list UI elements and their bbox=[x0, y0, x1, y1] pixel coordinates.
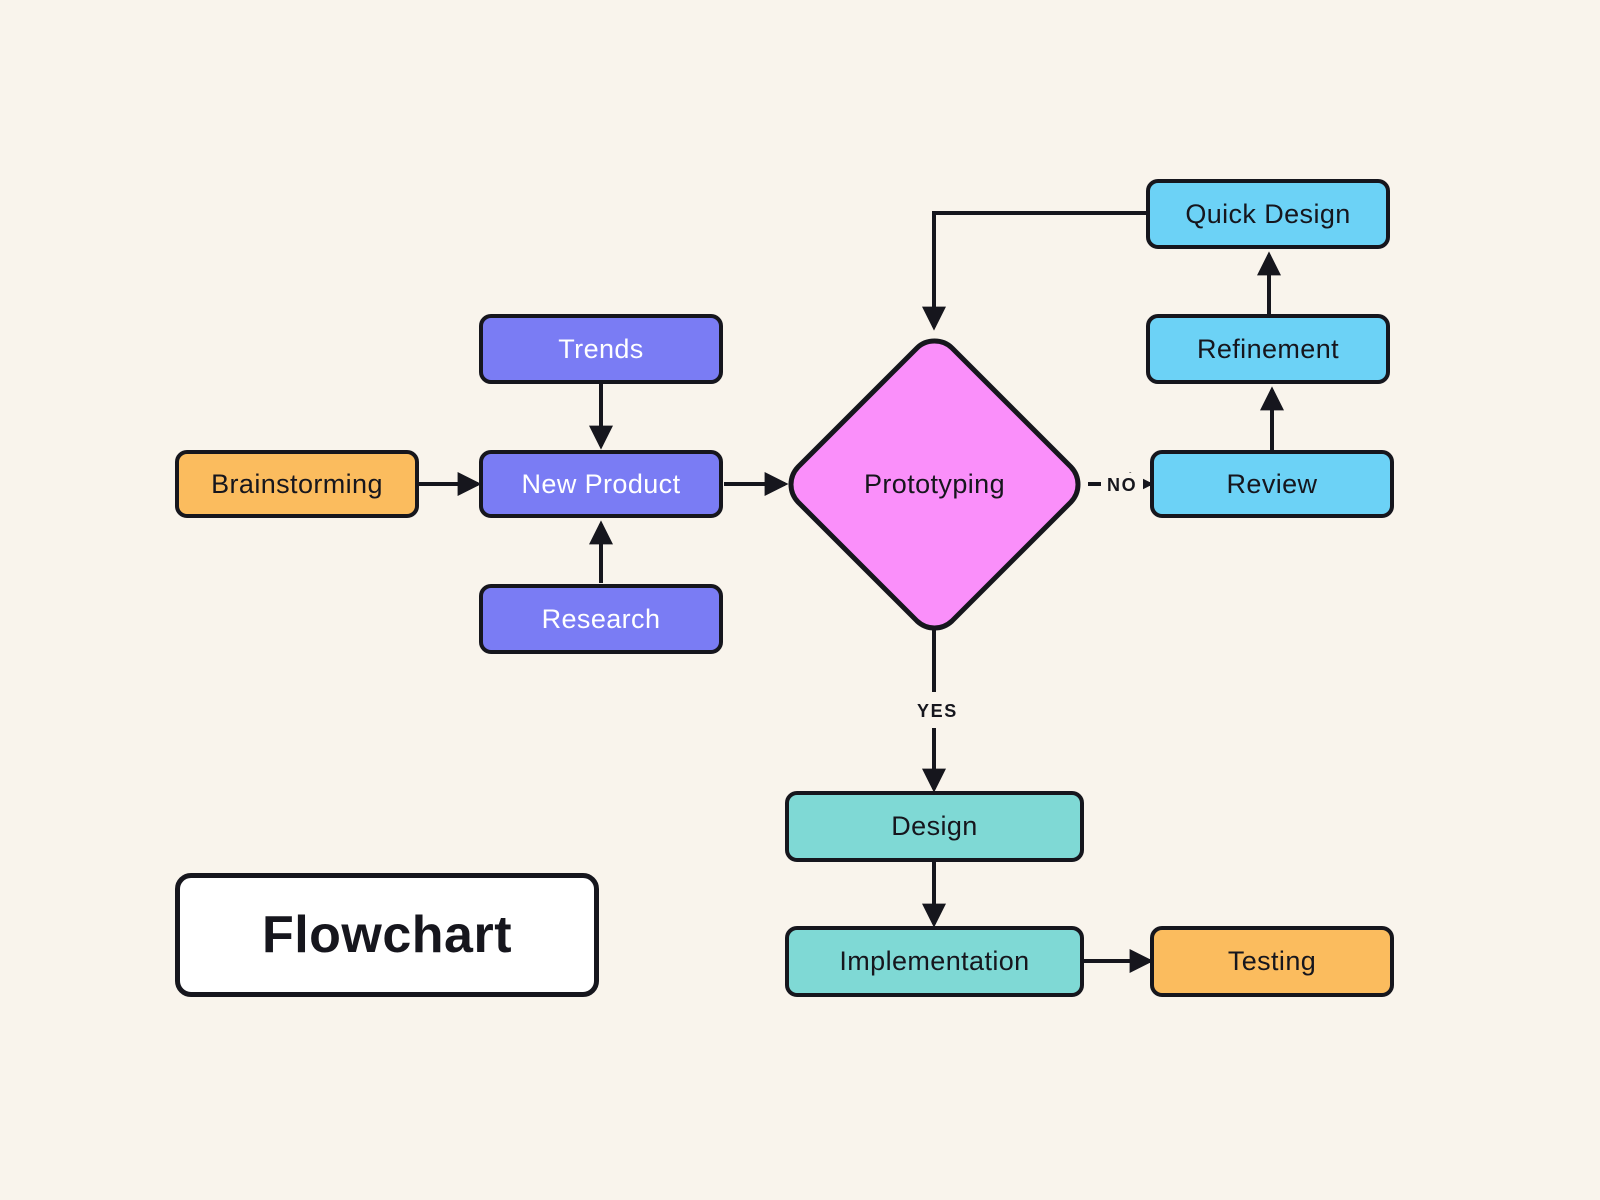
node-refinement-label: Refinement bbox=[1196, 333, 1340, 364]
node-implementation[interactable]: Implementation bbox=[785, 926, 1084, 997]
node-research[interactable]: Research bbox=[479, 584, 723, 654]
node-design-label: Design bbox=[891, 811, 978, 841]
node-design[interactable]: Design bbox=[785, 791, 1084, 862]
node-research-label: Research bbox=[541, 603, 661, 634]
title-card: Flowchart bbox=[175, 873, 599, 997]
node-prototyping-label-wrap: Prototyping bbox=[785, 335, 1084, 634]
node-quick-design[interactable]: Quick Design bbox=[1146, 179, 1390, 249]
node-quick-design-label: Quick Design bbox=[1185, 198, 1351, 229]
node-brainstorming-label: Brainstorming bbox=[211, 468, 383, 499]
node-trends[interactable]: Trends bbox=[479, 314, 723, 384]
node-review-label: Review bbox=[1226, 468, 1318, 499]
node-prototyping[interactable]: Prototyping bbox=[785, 335, 1084, 634]
node-implementation-label: Implementation bbox=[839, 946, 1030, 976]
node-testing-label: Testing bbox=[1227, 946, 1317, 976]
edge-label-yes: YES bbox=[911, 699, 964, 724]
diamond-shape bbox=[788, 338, 1081, 631]
node-refinement[interactable]: Refinement bbox=[1146, 314, 1390, 384]
node-review[interactable]: Review bbox=[1150, 450, 1394, 518]
edge-label-no: NO bbox=[1101, 473, 1144, 498]
node-prototyping-label: Prototyping bbox=[864, 469, 1005, 499]
node-new-product[interactable]: New Product bbox=[479, 450, 723, 518]
edge-label-yes-text: YES bbox=[917, 701, 958, 721]
edge-quick-design-to-prototyping bbox=[922, 211, 1146, 331]
node-new-product-label: New Product bbox=[521, 468, 681, 499]
node-testing[interactable]: Testing bbox=[1150, 926, 1394, 997]
edge-label-no-text: NO bbox=[1107, 475, 1138, 495]
node-brainstorming[interactable]: Brainstorming bbox=[175, 450, 419, 518]
node-trends-label: Trends bbox=[558, 333, 644, 364]
title-card-label: Flowchart bbox=[261, 906, 513, 964]
